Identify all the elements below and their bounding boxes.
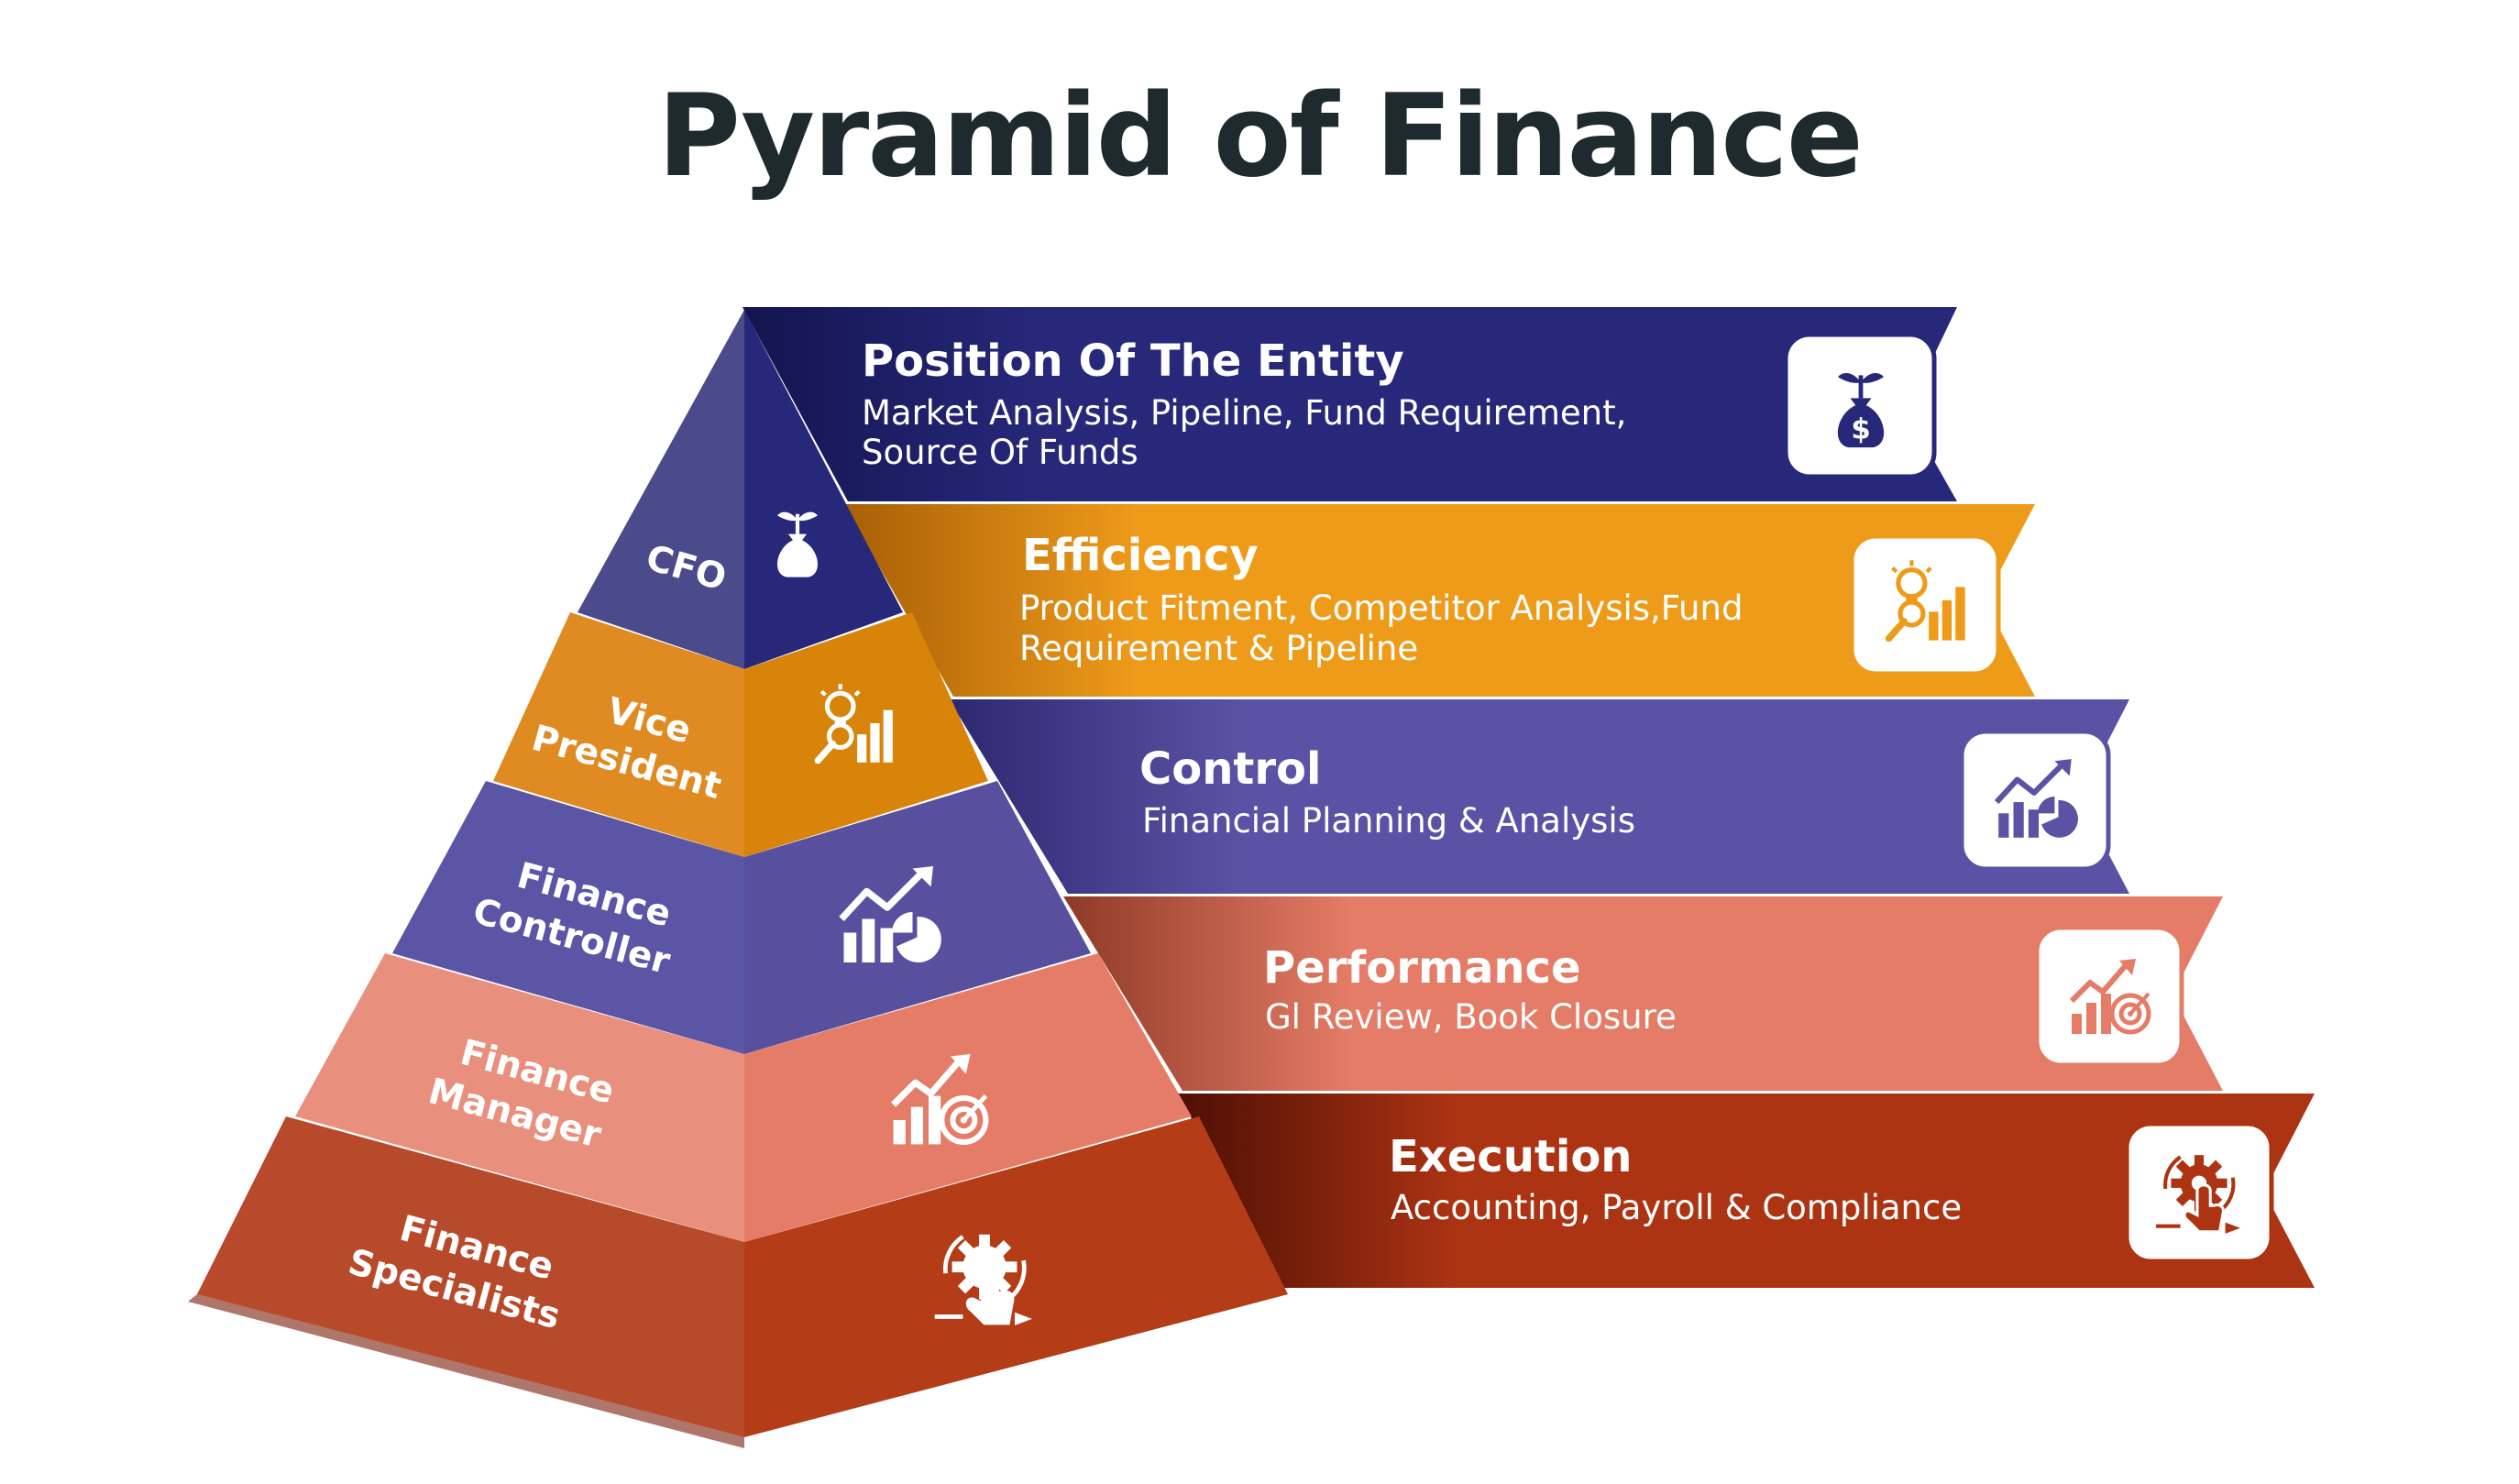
ribbon-description: Market Analysis, Pipeline, Fund Requirem…: [862, 393, 1626, 433]
pyramid-tier-finance-controller: Finance Controller: [392, 781, 1091, 1054]
icon-box: [1959, 729, 2111, 872]
page-title: Pyramid of Finance: [657, 71, 1864, 203]
pyramid-tier-cfo: CFO: [578, 310, 903, 669]
ribbon-title: Performance: [1263, 942, 1581, 994]
ribbon-title: Execution: [1389, 1131, 1632, 1182]
ribbon-control: Control Financial Planning & Analysis: [949, 699, 2129, 894]
icon-box: [1849, 533, 2001, 676]
ribbon-description: Financial Planning & Analysis: [1142, 801, 1635, 841]
ribbon-title: Control: [1139, 743, 1321, 795]
pyramid-tier-finance-specialists: Finance Specialists: [197, 1116, 1288, 1437]
ribbon-title: Position Of The Entity: [862, 335, 1404, 387]
ribbon-description: Source Of Funds: [862, 433, 1138, 472]
ribbon-efficiency: Efficiency Product Fitment, Competitor A…: [843, 504, 2035, 697]
ribbon-description: Accounting, Payroll & Compliance: [1391, 1188, 1962, 1227]
ribbon-execution: Execution Accounting, Payroll & Complian…: [1178, 1094, 2315, 1288]
ribbon-performance: Performance Gl Review, Book Closure: [1063, 896, 2223, 1091]
ribbon-description: Product Fitment, Competitor Analysis,Fun…: [1019, 588, 1743, 628]
ribbon-position-of-the-entity: Position Of The Entity Market Analysis, …: [742, 307, 1957, 501]
ribbon-description: Gl Review, Book Closure: [1265, 997, 1677, 1037]
ribbon-description: Requirement & Pipeline: [1019, 629, 1418, 668]
ribbon-title: Efficiency: [1022, 530, 1259, 581]
pyramid-tier-vice-president: Vice President: [493, 612, 988, 857]
pyramid-tier-finance-manager: Finance Manager: [295, 953, 1192, 1242]
